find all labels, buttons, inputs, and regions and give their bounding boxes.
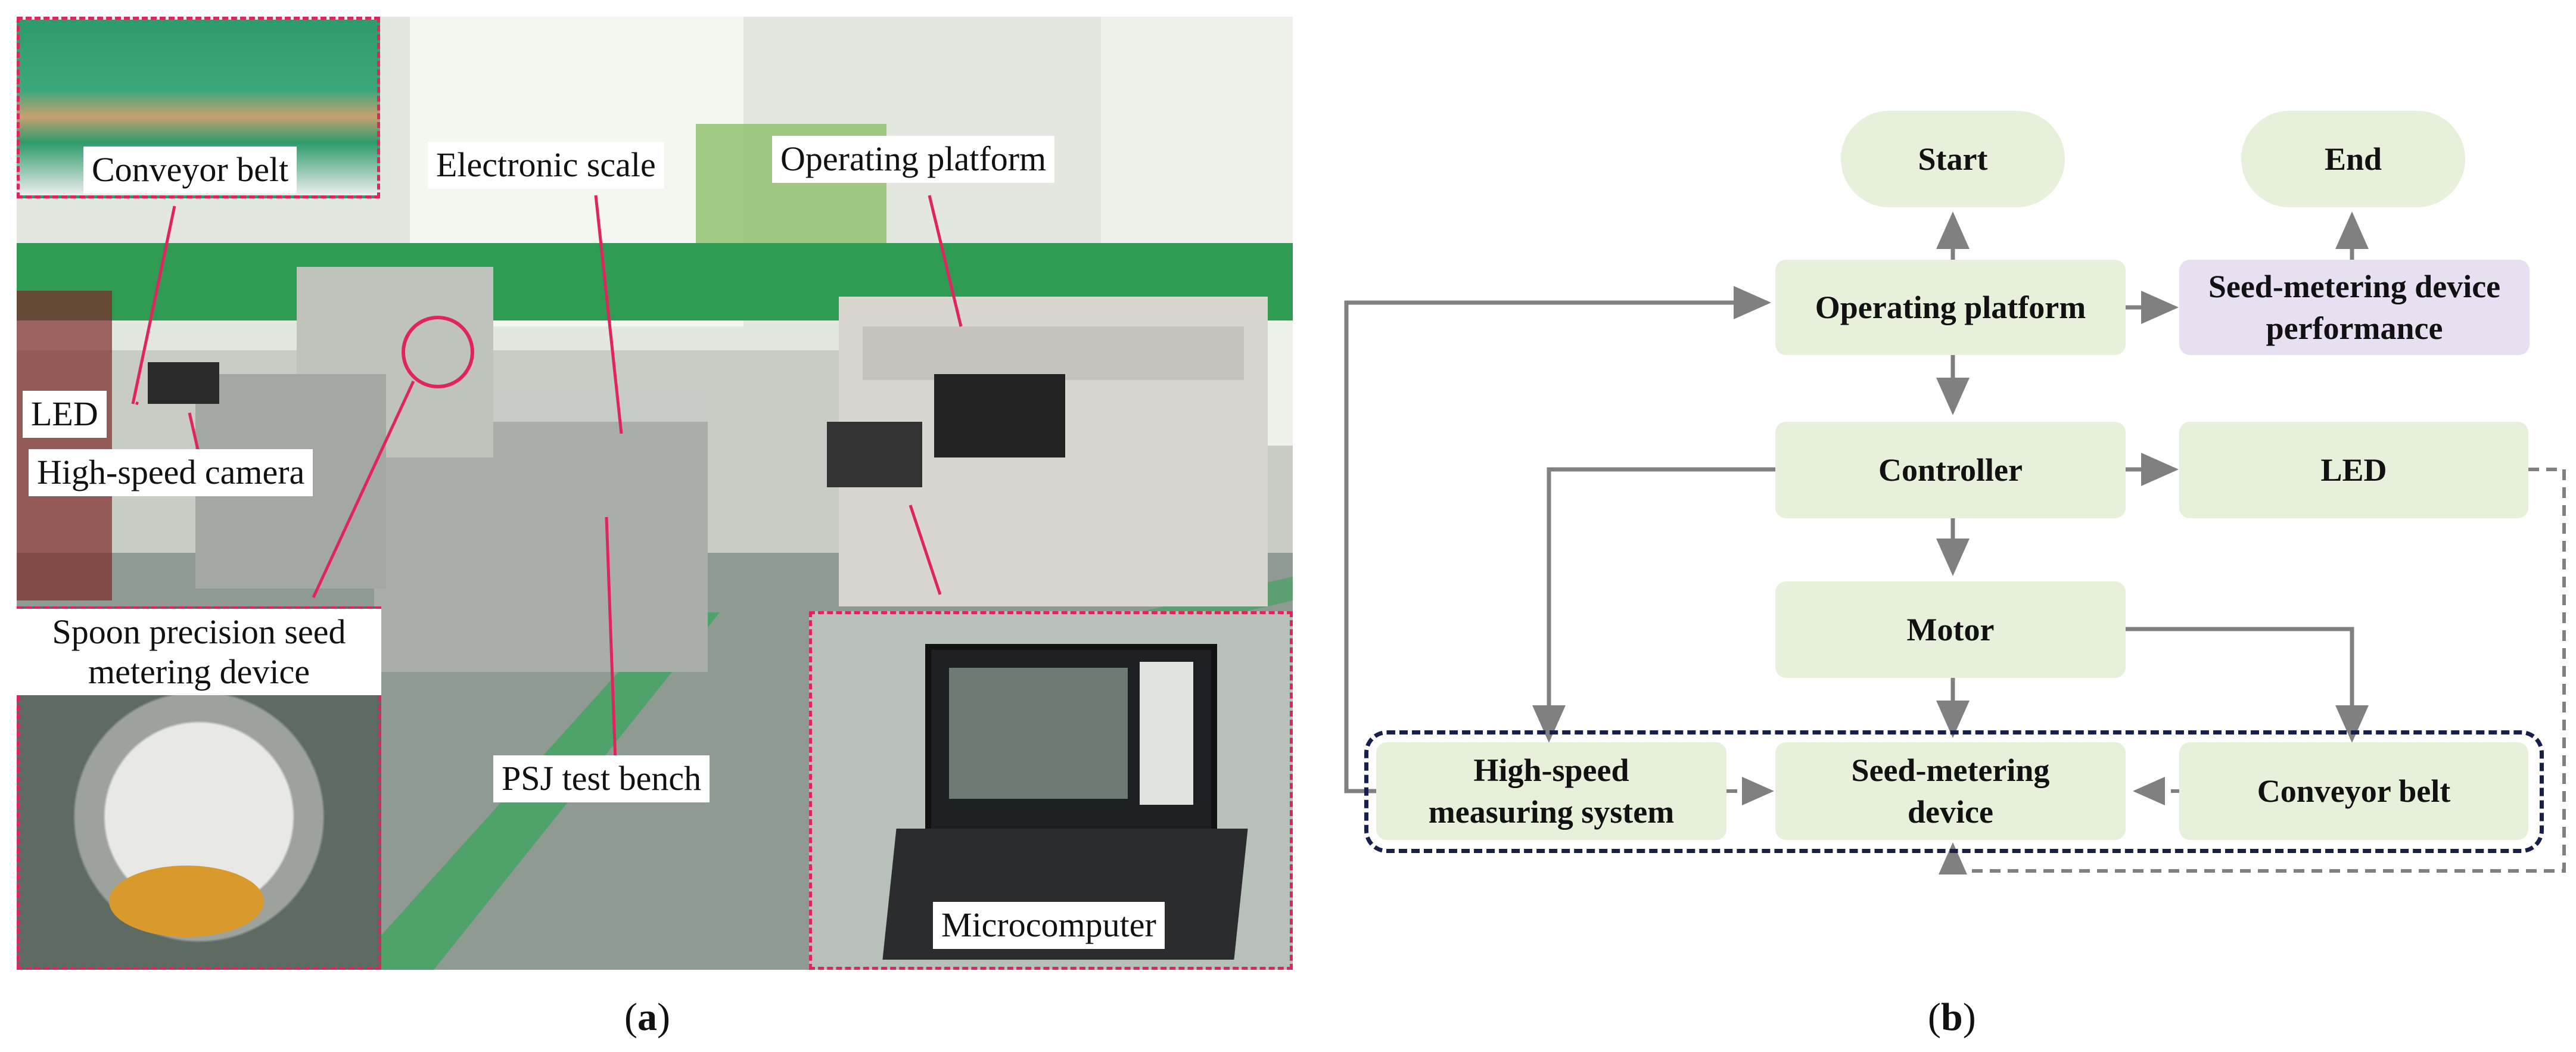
panel-a-caption: (a) <box>624 995 670 1039</box>
label-psj-test-bench: PSJ test bench <box>493 755 710 802</box>
panel-a-letter: a <box>637 995 657 1039</box>
node-operating-platform: Operating platform <box>1775 260 2126 355</box>
node-end: End <box>2241 111 2465 207</box>
panel-b-letter: b <box>1940 995 1963 1039</box>
lab-photo: Conveyor belt Electronic scale Operating… <box>17 17 1293 970</box>
label-high-speed-camera: High-speed camera <box>29 449 313 496</box>
measuring-group-outline <box>1364 730 2544 853</box>
label-led: LED <box>23 391 107 438</box>
node-conveyor-belt: Conveyor belt <box>2179 742 2528 840</box>
node-motor: Motor <box>1775 581 2126 678</box>
node-start: Start <box>1841 111 2065 207</box>
node-measuring-system: High-speed measuring system <box>1376 742 1726 840</box>
node-seed-metering-device: Seed-metering device <box>1775 742 2126 840</box>
label-conveyor-belt: Conveyor belt <box>83 147 297 194</box>
corn-seeds <box>109 866 264 937</box>
node-controller: Controller <box>1775 422 2126 518</box>
panel-b-caption: (b) <box>1928 995 1976 1039</box>
label-operating-platform: Operating platform <box>772 136 1055 183</box>
label-spoon-seed-metering-device: Spoon precision seed metering device <box>17 609 381 696</box>
label-microcomputer: Microcomputer <box>933 902 1165 949</box>
callout-lines <box>131 195 963 762</box>
node-device-performance: Seed-metering device performance <box>2179 260 2530 355</box>
node-led: LED <box>2179 422 2528 518</box>
laptop-screen <box>925 644 1217 835</box>
label-electronic-scale: Electronic scale <box>428 142 664 189</box>
